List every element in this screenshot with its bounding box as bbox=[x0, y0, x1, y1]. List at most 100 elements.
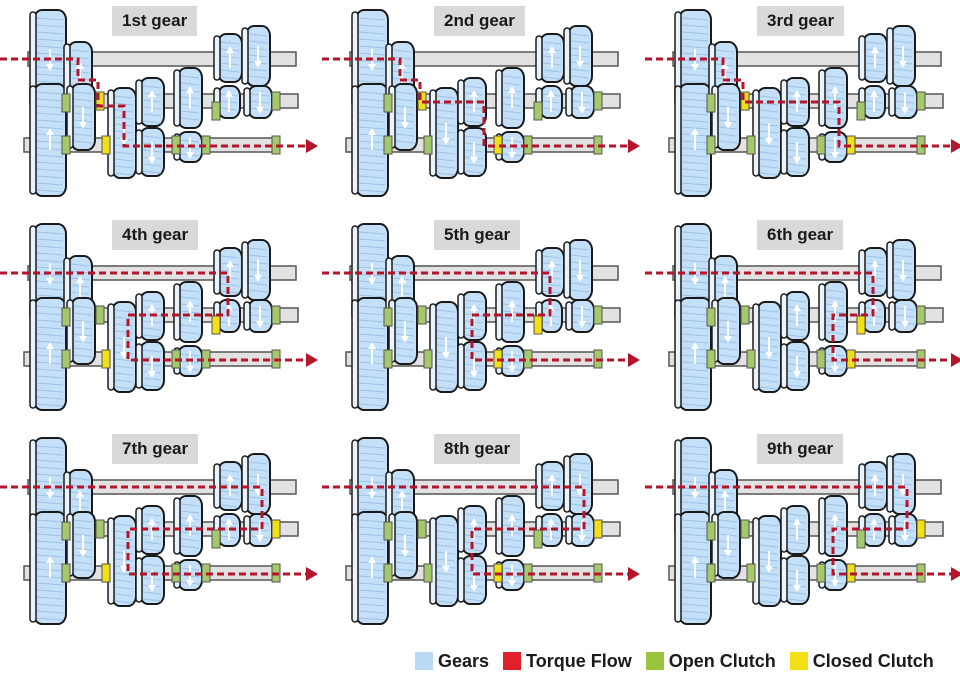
gear-tooth bbox=[36, 596, 64, 600]
gear-tooth bbox=[759, 372, 779, 376]
rotation-arrowhead bbox=[901, 321, 909, 328]
gear-tooth bbox=[36, 389, 64, 393]
gear-tooth bbox=[681, 98, 709, 102]
gear-tooth bbox=[787, 563, 807, 567]
rotation-arrowhead bbox=[508, 152, 516, 159]
gear-tooth bbox=[759, 144, 779, 148]
gear-tooth bbox=[570, 496, 590, 500]
gear-tooth bbox=[73, 312, 93, 316]
gear-tooth bbox=[36, 182, 64, 186]
gear-tooth bbox=[358, 294, 386, 298]
rotation-arrowhead bbox=[871, 260, 879, 267]
gear-tooth bbox=[114, 544, 134, 548]
open-clutch bbox=[533, 101, 543, 121]
gear-tooth bbox=[436, 372, 456, 376]
open-clutch bbox=[417, 519, 427, 539]
closed-clutch bbox=[101, 563, 111, 583]
gear-tooth bbox=[681, 105, 709, 109]
gear-tooth bbox=[142, 591, 162, 595]
gear-tooth bbox=[36, 396, 64, 400]
gear-tooth bbox=[358, 98, 386, 102]
gear-tooth bbox=[681, 519, 709, 523]
gear-tooth bbox=[142, 120, 162, 124]
gear-tooth bbox=[681, 396, 709, 400]
rotation-arrowhead bbox=[470, 585, 478, 592]
gear-tooth bbox=[502, 110, 522, 114]
gear-tooth bbox=[718, 98, 738, 102]
gear-tooth bbox=[142, 541, 162, 545]
rotation-arrowhead bbox=[256, 321, 264, 328]
gear-tooth bbox=[681, 259, 709, 263]
open-clutch bbox=[816, 349, 826, 369]
gear-tooth bbox=[787, 163, 807, 167]
gear-tooth bbox=[715, 477, 735, 481]
gear-tooth bbox=[681, 287, 709, 291]
gear-tooth bbox=[718, 305, 738, 309]
gear-tooth bbox=[464, 563, 484, 567]
gear-tooth bbox=[142, 163, 162, 167]
gear-face bbox=[780, 557, 788, 603]
gear-tooth bbox=[825, 545, 845, 549]
gear-tooth bbox=[759, 586, 779, 590]
gear-tooth bbox=[893, 75, 913, 79]
rotation-arrowhead bbox=[578, 107, 586, 114]
gear-tooth bbox=[464, 591, 484, 595]
rotation-arrowhead bbox=[186, 152, 194, 159]
legend-item-closed-clutch: Closed Clutch bbox=[789, 651, 934, 672]
gear-tooth bbox=[759, 544, 779, 548]
gear-tooth bbox=[715, 56, 735, 60]
gear-tooth bbox=[436, 365, 456, 369]
gear-tooth bbox=[114, 358, 134, 362]
gear-tooth bbox=[759, 309, 779, 313]
gear-face bbox=[457, 557, 465, 603]
gear-tooth bbox=[865, 69, 885, 73]
gear-tooth bbox=[114, 537, 134, 541]
gear bbox=[888, 299, 918, 333]
gear-face bbox=[495, 69, 503, 127]
gear-tooth bbox=[358, 119, 386, 123]
rotation-arrowhead bbox=[148, 157, 156, 164]
rotation-arrowhead bbox=[186, 580, 194, 587]
gear-tooth bbox=[73, 305, 93, 309]
gear-tooth bbox=[220, 497, 240, 501]
legend: Gears Torque Flow Open Clutch Closed Clu… bbox=[415, 648, 934, 674]
gear-tooth bbox=[759, 330, 779, 334]
gear-tooth bbox=[248, 468, 268, 472]
gear-tooth bbox=[542, 469, 562, 473]
gear-face bbox=[107, 303, 115, 391]
gear-tooth bbox=[358, 501, 386, 505]
gear-tooth bbox=[681, 375, 709, 379]
gear-tooth bbox=[248, 75, 268, 79]
rotation-arrowhead bbox=[46, 278, 54, 285]
gear-tooth bbox=[681, 231, 709, 235]
rotation-arrowhead bbox=[398, 276, 406, 283]
gear-tooth bbox=[36, 466, 64, 470]
gear-tooth bbox=[70, 49, 90, 53]
gear-tooth bbox=[893, 33, 913, 37]
torque-flow-arrowhead bbox=[628, 567, 640, 581]
gear-tooth bbox=[759, 593, 779, 597]
gear-tooth bbox=[502, 289, 522, 293]
gear-tooth bbox=[464, 384, 484, 388]
gear-tooth bbox=[142, 377, 162, 381]
torque-flow-path bbox=[645, 271, 951, 362]
open-clutch bbox=[593, 305, 603, 325]
gear-tooth bbox=[436, 544, 456, 548]
gear-tooth bbox=[36, 403, 64, 407]
gear-tooth bbox=[718, 561, 738, 565]
open-clutch bbox=[706, 521, 716, 541]
open-clutch bbox=[706, 307, 716, 327]
gear-tooth bbox=[358, 603, 386, 607]
gear-face bbox=[243, 301, 251, 331]
gear-tooth bbox=[36, 312, 64, 316]
rotation-arrowhead bbox=[225, 518, 233, 525]
gear-tooth bbox=[142, 548, 162, 552]
open-clutch bbox=[856, 101, 866, 121]
gear bbox=[66, 297, 96, 365]
gear-tooth bbox=[464, 334, 484, 338]
gear-tooth bbox=[248, 503, 268, 507]
open-clutch bbox=[211, 101, 221, 121]
gear-face bbox=[495, 283, 503, 341]
gear-tooth bbox=[358, 259, 386, 263]
rotation-arrowhead bbox=[46, 342, 54, 349]
